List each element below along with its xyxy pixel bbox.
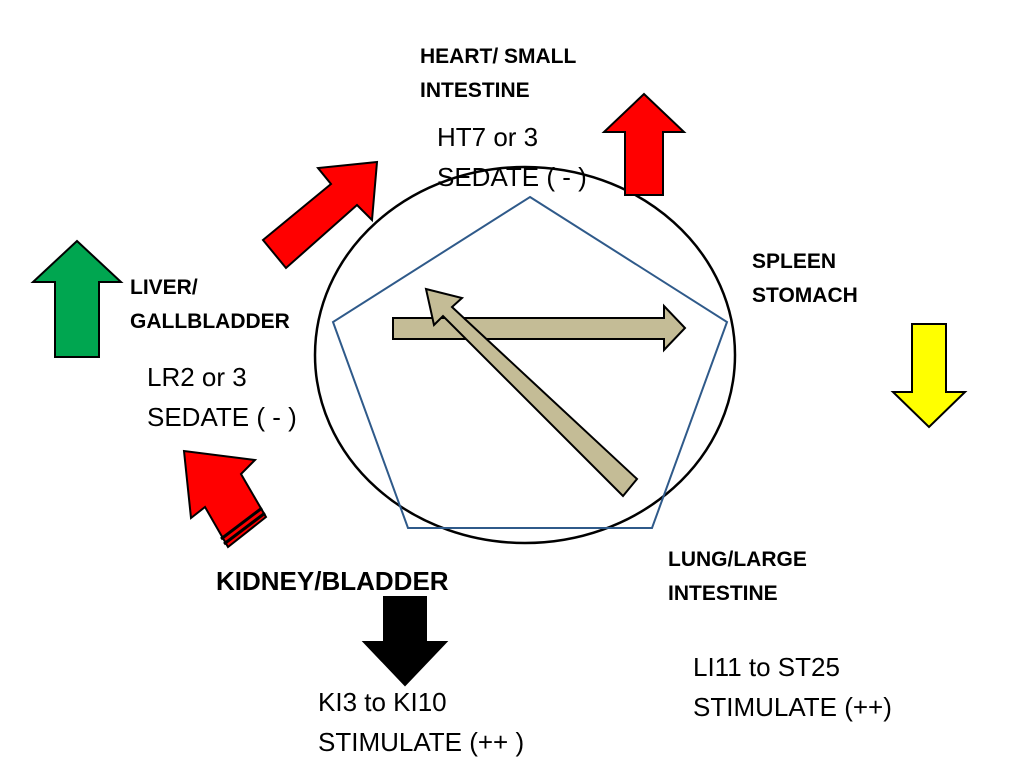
heart-note-line2: SEDATE ( - ) (437, 162, 587, 192)
lung-point-note: LI11 to ST25 STIMULATE (++) (693, 647, 892, 727)
element-pentagon (331, 195, 729, 529)
liver-label-line2: GALLBLADDER (130, 310, 290, 333)
cycle-circle (313, 165, 737, 545)
heart-label-line2: INTESTINE (420, 79, 530, 102)
kidney-label-line1: KIDNEY/BLADDER (216, 566, 449, 596)
spleen-label-line2: STOMACH (752, 284, 858, 307)
liver-up-arrow (30, 239, 124, 358)
kidney-point-note: KI3 to KI10 STIMULATE (++ ) (318, 682, 524, 762)
lung-note-line1: LI11 to ST25 (693, 652, 840, 682)
spleen-label-line1: SPLEEN (752, 250, 837, 273)
spleen-stomach-label: SPLEEN STOMACH (752, 245, 858, 313)
kidney-note-line2: STIMULATE (++ ) (318, 727, 525, 757)
heart-note-line1: HT7 or 3 (437, 122, 539, 152)
liver-gallbladder-label: LIVER/ GALLBLADDER (130, 271, 290, 339)
heart-label-line1: HEART/ SMALL (420, 45, 577, 68)
kidney-down-arrow (361, 596, 449, 687)
inner-diagonal-arrow (424, 287, 639, 498)
heart-sedate-arrow (601, 92, 687, 196)
kidney-note-line1: KI3 to KI10 (318, 687, 447, 717)
heart-small-intestine-label: HEART/ SMALL INTESTINE (420, 40, 576, 108)
heart-point-note: HT7 or 3 SEDATE ( - ) (437, 117, 587, 197)
lung-label-line2: INTESTINE (668, 582, 778, 605)
liver-note-line1: LR2 or 3 (147, 362, 247, 392)
kidney-arrow-stripe-2 (223, 511, 266, 546)
liver-note-line2: SEDATE ( - ) (147, 402, 297, 432)
spleen-down-arrow (890, 323, 968, 429)
lung-label-line1: LUNG/LARGE (668, 548, 807, 571)
kidney-arrow-stripe-1 (220, 506, 263, 541)
kidney-to-liver-arrow (182, 449, 268, 549)
lung-large-intestine-label: LUNG/LARGE INTESTINE (668, 543, 807, 611)
lung-note-line2: STIMULATE (++) (693, 692, 892, 722)
kidney-bladder-label: KIDNEY/BLADDER (216, 566, 449, 596)
liver-label-line1: LIVER/ (130, 276, 198, 299)
liver-to-heart-arrow (261, 160, 379, 270)
liver-point-note: LR2 or 3 SEDATE ( - ) (147, 357, 297, 437)
